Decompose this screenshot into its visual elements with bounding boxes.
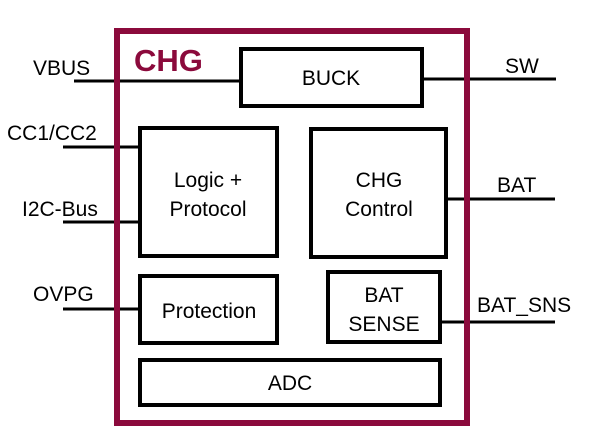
protection-label: Protection	[162, 300, 257, 323]
chg-control-block	[309, 127, 448, 259]
vbus-pin-label: VBUS	[33, 57, 90, 80]
bat-sns-pin-label: BAT_SNS	[477, 294, 571, 317]
sw-pin-label: SW	[505, 55, 539, 78]
chg-control-label-line2: Control	[345, 198, 413, 221]
cc-pin-label: CC1/CC2	[7, 122, 97, 145]
adc-block	[138, 358, 442, 407]
buck-block	[239, 47, 424, 108]
logic-label-line1: Logic +	[174, 169, 242, 192]
chip-title: CHG	[134, 43, 203, 78]
buck-label: BUCK	[302, 67, 360, 90]
protection-block	[138, 274, 279, 345]
adc-label: ADC	[268, 372, 312, 395]
bat-sense-block	[326, 270, 442, 344]
bat-sense-label-line2: SENSE	[348, 313, 419, 336]
chip-outline	[114, 28, 470, 426]
bat-sense-label-line1: BAT	[364, 284, 403, 307]
logic-label-line2: Protocol	[169, 198, 246, 221]
chg-control-label-line1: CHG	[356, 169, 403, 192]
ovpg-pin-label: OVPG	[33, 283, 94, 306]
i2c-pin-label: I2C-Bus	[22, 198, 98, 221]
logic-protocol-block	[138, 126, 279, 258]
bat-pin-label: BAT	[497, 174, 536, 197]
